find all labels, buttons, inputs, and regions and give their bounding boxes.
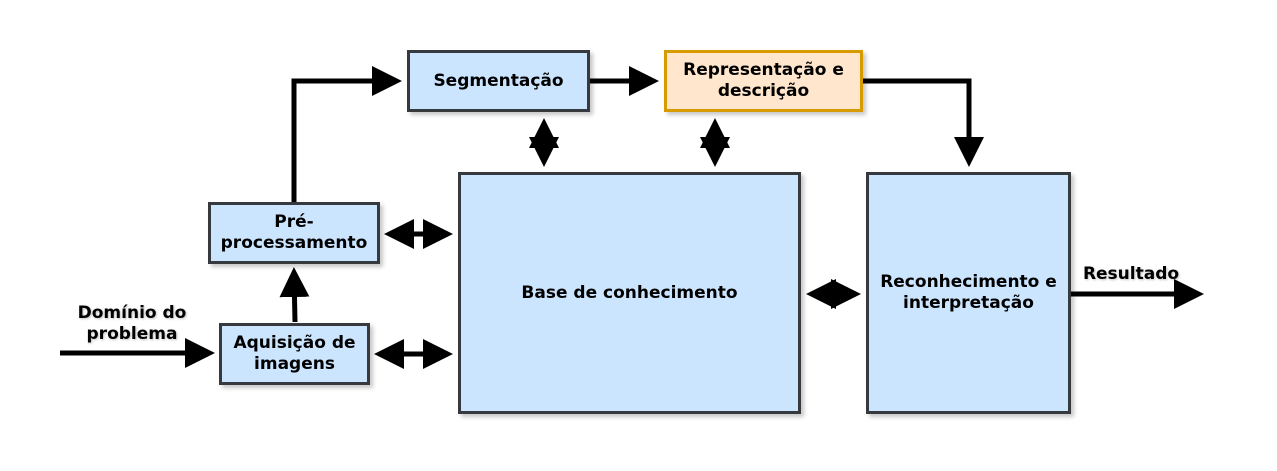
label-resultado: Resultado (1082, 264, 1180, 284)
label-dominio-do-problema: Domínio do problema (77, 303, 187, 344)
arrow-aquisicao-to-preprocessamento (279, 267, 310, 323)
arrow-representacao-to-reconhecimento (863, 78, 984, 167)
node-reconhecimento: Reconhecimento e interpretação (866, 172, 1071, 414)
node-representacao: Representação e descrição (664, 50, 863, 112)
node-segmentacao: Segmentação (407, 50, 590, 112)
node-base-de-conhecimento: Base de conhecimento (458, 172, 801, 414)
node-aquisicao: Aquisição de imagens (219, 323, 370, 385)
arrow-preprocessamento-to-segmentacao (291, 66, 402, 202)
node-preprocessamento: Pré-processamento (208, 202, 380, 264)
